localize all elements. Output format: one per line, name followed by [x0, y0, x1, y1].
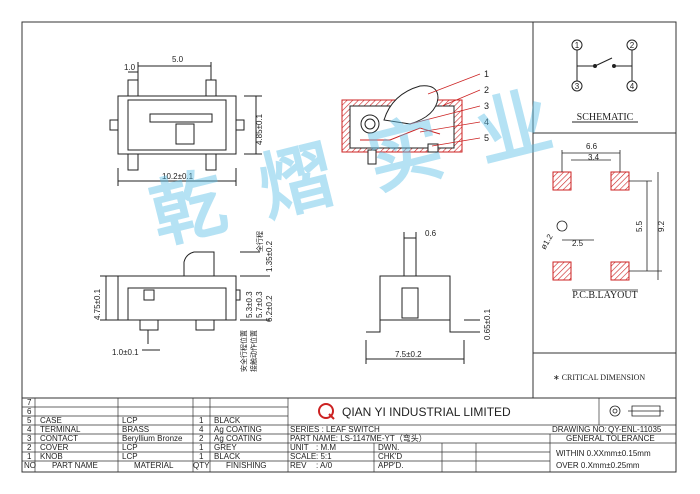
note-full-travel: 全行程	[255, 231, 264, 252]
callout-3: 3	[484, 101, 489, 111]
section-view	[341, 85, 463, 165]
part-name-text: PART NAME: LS-1147ME-YT（弯头）	[290, 434, 427, 443]
note-safe-travel: 安全行程位置	[239, 330, 248, 372]
unit-label: UNIT	[290, 443, 309, 452]
dim-front-a: 5.3±0.3	[245, 291, 254, 318]
scale-label: SCALE	[290, 452, 317, 461]
dim-top-pin: 1.0	[124, 63, 136, 72]
dim-front-c: 6.2±0.2	[265, 295, 274, 322]
critical-dimension-note: ∗ CRITICAL DIMENSION	[553, 373, 645, 382]
pcb-label: P.C.B.LAYOUT	[572, 290, 637, 301]
callout-5: 5	[484, 133, 489, 143]
dim-front-d: 1.35±0.2	[265, 240, 274, 272]
pcb-dim-55: 5.5	[635, 220, 644, 232]
scale-value: : 5:1	[316, 452, 332, 461]
appd-label: APP'D.	[378, 461, 404, 470]
front-view	[100, 251, 270, 351]
schematic-symbol	[571, 39, 638, 123]
bom-row-2-qty: 1	[199, 443, 204, 452]
bom-row-1-finish: BLACK	[214, 452, 241, 461]
dim-side-width: 7.5±0.2	[395, 350, 422, 359]
bom-row-5-finish: BLACK	[214, 416, 241, 425]
section-callout-lines	[409, 73, 481, 147]
dim-top-height: 4.85±0.1	[255, 113, 264, 145]
bom-row-5-part: CASE	[40, 416, 62, 425]
company-name: QIAN YI INDUSTRIAL LIMITED	[342, 405, 511, 419]
bom-header-finish: FINISHING	[226, 461, 267, 470]
bom-row-3-finish: Ag COATING	[214, 434, 262, 443]
bom-header-qty: QTY	[193, 461, 210, 470]
bom-row-7-no: 7	[27, 398, 32, 407]
drawing-no-label: DRAWING NO:	[552, 425, 607, 434]
callout-2: 2	[484, 85, 489, 95]
bom-header-part: PART NAME	[52, 461, 98, 470]
unit-value: : M.M	[316, 443, 336, 452]
bom-row-5-no: 5	[27, 416, 32, 425]
note-contact-pos: 接触动作位置	[249, 330, 258, 372]
bom-row-4-qty: 4	[199, 425, 204, 434]
bom-row-3-material: Beryllium Bronze	[122, 434, 183, 443]
side-view	[365, 232, 480, 364]
bom-row-1-material: LCP	[122, 452, 138, 461]
schematic-pin-4: 4	[630, 82, 635, 91]
bom-row-1-no: 1	[27, 452, 32, 461]
callout-1: 1	[484, 69, 489, 79]
title-grid	[288, 398, 676, 472]
bom-row-2-part: COVER	[40, 443, 69, 452]
general-tolerance: GENERAL TOLERANCE	[566, 434, 655, 443]
chkd-label: CHK'D	[378, 452, 403, 461]
bom-header-no: NO	[24, 461, 36, 470]
outer-frame	[21, 21, 677, 473]
dim-top-total: 10.2±0.1	[162, 172, 194, 181]
dim-side-height: 0.65±0.1	[483, 308, 492, 340]
bom-row-3-part: CONTACT	[40, 434, 79, 443]
dim-front-b: 5.7±0.3	[255, 291, 264, 318]
dim-front-pin: 1.0±0.1	[112, 348, 139, 357]
bom-row-5-material: LCP	[122, 416, 138, 425]
bom-row-4-part: TERMINAL	[40, 425, 81, 434]
bom-row-4-material: BRASS	[122, 425, 150, 434]
bom-row-2-no: 2	[27, 443, 32, 452]
bom-header-material: MATERIAL	[134, 461, 174, 470]
bom-row-3-no: 3	[27, 434, 32, 443]
callout-4: 4	[484, 117, 489, 127]
bom-row-2-material: LCP	[122, 443, 138, 452]
pcb-layout	[552, 171, 630, 281]
pcb-dim-25: 2.5	[572, 239, 584, 248]
tolerance-within: WITHIN 0.XXmm±0.15mm	[556, 449, 651, 458]
dim-top-width: 5.0	[172, 55, 184, 64]
bom-grid	[22, 398, 289, 472]
dim-front-overall: 4.75±0.1	[93, 288, 102, 320]
dim-side-tip: 0.6	[425, 229, 437, 238]
bom-row-6-no: 6	[27, 407, 32, 416]
bom-row-1-qty: 1	[199, 452, 204, 461]
pcb-dim-34: 3.4	[588, 153, 600, 162]
bom-row-1-part: KNOB	[40, 452, 63, 461]
tolerance-over: OVER 0.Xmm±0.25mm	[556, 461, 640, 470]
bom-row-2-finish: GREY	[214, 443, 237, 452]
schematic-label: SCHEMATIC	[577, 112, 634, 123]
bom-row-4-no: 4	[27, 425, 32, 434]
rev-label: REV	[290, 461, 307, 470]
projection-symbol	[609, 405, 664, 417]
drawing-no-value: QY-ENL-11035	[608, 425, 662, 434]
pcb-dim-hole: ø1.2	[539, 232, 555, 251]
series-text: SERIES : LEAF SWITCH	[290, 425, 380, 434]
pcb-dimension-lines	[556, 150, 662, 291]
bom-row-4-finish: Ag COATING	[214, 425, 262, 434]
schematic-pin-1: 1	[575, 41, 580, 50]
pcb-dim-92: 9.2	[657, 220, 666, 232]
top-view	[109, 62, 262, 186]
logo-q	[318, 403, 335, 420]
schematic-pin-3: 3	[575, 82, 580, 91]
bom-row-3-qty: 2	[199, 434, 204, 443]
bom-row-5-qty: 1	[199, 416, 204, 425]
rev-value: : A/0	[316, 461, 333, 470]
pcb-dim-66: 6.6	[586, 142, 598, 151]
schematic-pin-2: 2	[630, 41, 635, 50]
dwn-label: DWN.	[378, 443, 400, 452]
